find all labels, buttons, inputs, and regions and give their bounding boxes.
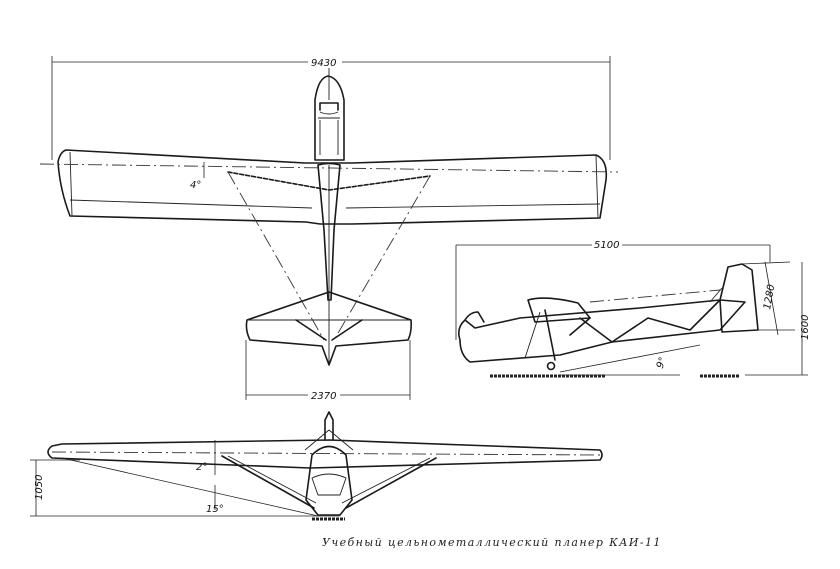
ground-angle: 9° <box>655 356 669 370</box>
front-view: 2° 1050 15° <box>30 411 603 521</box>
top-dihedral-angle: 4° <box>190 180 201 191</box>
wing-height-dimension: 1050 <box>34 475 45 500</box>
length-dimension: 5100 <box>594 240 619 251</box>
ground-clearance-angle: 15° <box>206 504 224 515</box>
fin-height-dimension: 1280 <box>762 284 777 311</box>
drawing-caption: Учебный цельнометаллический планер КАИ-1… <box>322 536 662 549</box>
tailplane-span-dimension: 2370 <box>311 391 336 402</box>
total-height-dimension: 1600 <box>800 315 811 340</box>
top-view: 9430 4° 2370 <box>39 55 619 402</box>
side-view: 5100 9° 1280 1600 <box>455 238 811 378</box>
front-dihedral-angle: 2° <box>196 462 207 473</box>
span-dimension: 9430 <box>311 58 336 69</box>
